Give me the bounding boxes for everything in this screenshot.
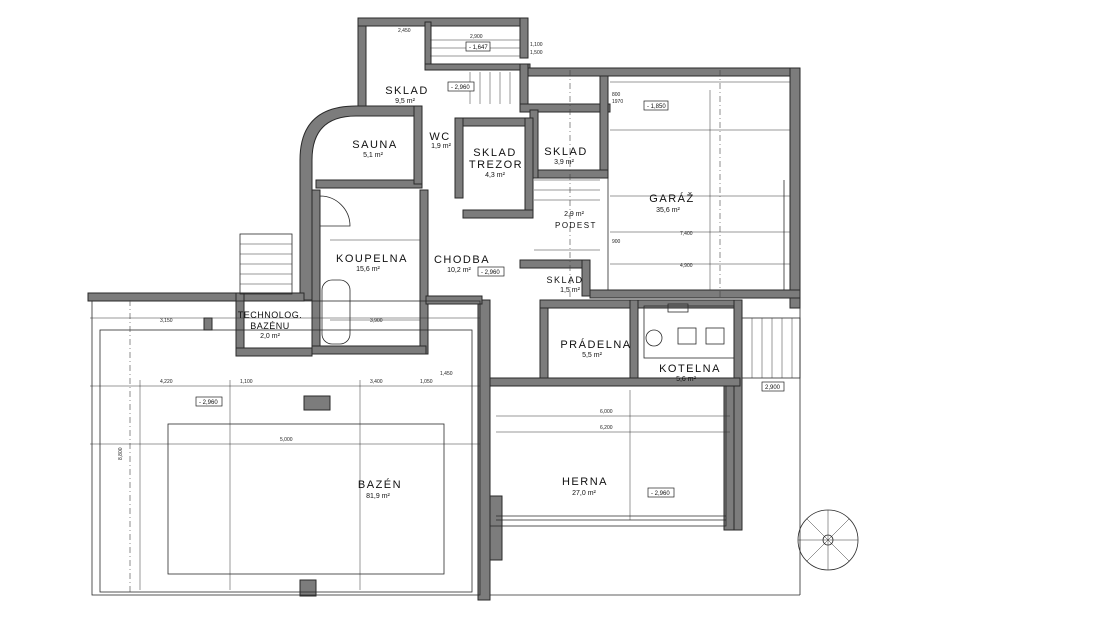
room-name: TECHNOLOG.	[238, 310, 303, 320]
dim-label: 2,900	[470, 34, 483, 40]
room-area: 15,6 m²	[356, 266, 380, 273]
dim-label: 1970	[612, 99, 623, 105]
dim-label: 800	[612, 92, 621, 98]
room-area: 27,0 m²	[572, 490, 596, 497]
room-sklad-small: SKLAD 1,5 m²	[546, 275, 583, 294]
dim-label: 1,100	[530, 42, 543, 48]
dim-label: 1,050	[420, 379, 433, 385]
dim-label: 3,150	[160, 318, 173, 324]
room-name: SAUNA	[352, 139, 397, 151]
thin-lines	[91, 39, 859, 596]
dim-label: 6,000	[600, 409, 613, 415]
room-area: 81,9 m²	[366, 493, 390, 500]
dimension-labels: 2,900 1,100 1,500 2,450 3,150 4,220 3,90…	[118, 28, 693, 460]
room-technolog: TECHNOLOG. BAZÉNU 2,0 m²	[238, 310, 303, 340]
room-kotelna: KOTELNA 5,6 m²	[659, 363, 721, 383]
level-markers: - 2,960 - 1,647 - 1,850 - 2,960 - 2,960 …	[195, 41, 785, 498]
dim-label: 7,400	[680, 231, 693, 237]
room-wc: WC 1,9 m²	[429, 131, 451, 150]
room-area: 2,9 m²	[564, 211, 585, 218]
dim-label: 6,200	[600, 425, 613, 431]
room-name: CHODBA	[434, 254, 490, 266]
room-name: KOUPELNA	[336, 253, 408, 265]
dim-label: 3,900	[370, 318, 383, 324]
level-bazen: - 2,960	[199, 400, 218, 406]
dim-label: 900	[612, 239, 621, 245]
room-koupelna: KOUPELNA 15,6 m²	[336, 253, 408, 273]
dim-label: 4,900	[680, 263, 693, 269]
room-name: GARÁŽ	[649, 192, 694, 205]
room-name-2: TREZOR	[469, 159, 523, 171]
level-herna: - 2,960	[651, 491, 670, 497]
room-garaz: GARÁŽ 35,6 m²	[649, 192, 694, 214]
dim-label: 1,100	[240, 379, 253, 385]
room-area: 2,0 m²	[260, 333, 281, 340]
room-area: 5,5 m²	[582, 352, 603, 359]
room-area: 5,1 m²	[363, 152, 384, 159]
dim-label: 2,450	[398, 28, 411, 34]
room-sklad-mid: SKLAD 3,9 m²	[544, 146, 588, 166]
level-chodba: - 2,960	[481, 270, 500, 276]
room-name: SKLAD	[546, 275, 583, 285]
room-pradelna: PRÁDELNA 5,5 m²	[560, 338, 631, 359]
room-name: BAZÉN	[358, 478, 402, 491]
level-sklad-top: - 2,960	[451, 85, 470, 91]
room-area: 10,2 m²	[447, 267, 471, 274]
room-area: 5,6 m²	[676, 376, 697, 383]
room-area: 3,9 m²	[554, 159, 575, 166]
dim-label: 3,400	[370, 379, 383, 385]
level-stair: - 1,647	[469, 45, 488, 51]
room-area: 1,5 m²	[560, 287, 581, 294]
room-podest: 2,9 m² PODEST	[555, 211, 597, 230]
room-sauna: SAUNA 5,1 m²	[352, 139, 397, 159]
room-chodba: CHODBA 10,2 m²	[434, 254, 490, 274]
room-sklad-trezor: SKLAD TREZOR 4,3 m²	[469, 147, 523, 179]
room-name: PRÁDELNA	[560, 338, 631, 351]
level-garaz: - 1,850	[647, 104, 666, 110]
room-name: KOTELNA	[659, 363, 721, 375]
dim-label: 8,800	[118, 447, 124, 460]
walls	[87, 17, 801, 601]
room-sklad-top: SKLAD 9,5 m²	[385, 85, 429, 105]
room-labels: SKLAD 9,5 m² SAUNA 5,1 m² WC 1,9 m² SKLA…	[238, 85, 721, 500]
dim-label: 5,000	[280, 437, 293, 443]
dim-label: 1,500	[530, 50, 543, 56]
room-name: SKLAD	[544, 146, 588, 158]
dim-label: 1,450	[440, 371, 453, 377]
room-area: 4,3 m²	[485, 172, 506, 179]
dimension-lines	[90, 81, 790, 590]
room-area: 1,9 m²	[431, 143, 452, 150]
spiral-stair	[797, 509, 859, 571]
room-name: HERNA	[562, 476, 608, 488]
room-name: WC	[429, 131, 450, 143]
room-name: SKLAD	[473, 147, 517, 159]
room-herna: HERNA 27,0 m²	[562, 476, 608, 497]
room-bazen: BAZÉN 81,9 m²	[358, 478, 402, 500]
room-name: PODEST	[555, 221, 597, 230]
room-area: 9,5 m²	[395, 98, 416, 105]
room-name-2: BAZÉNU	[250, 321, 290, 331]
dim-label: 4,220	[160, 379, 173, 385]
room-area: 35,6 m²	[656, 207, 680, 214]
room-name: SKLAD	[385, 85, 429, 97]
level-exterior: 2,900	[765, 385, 781, 391]
